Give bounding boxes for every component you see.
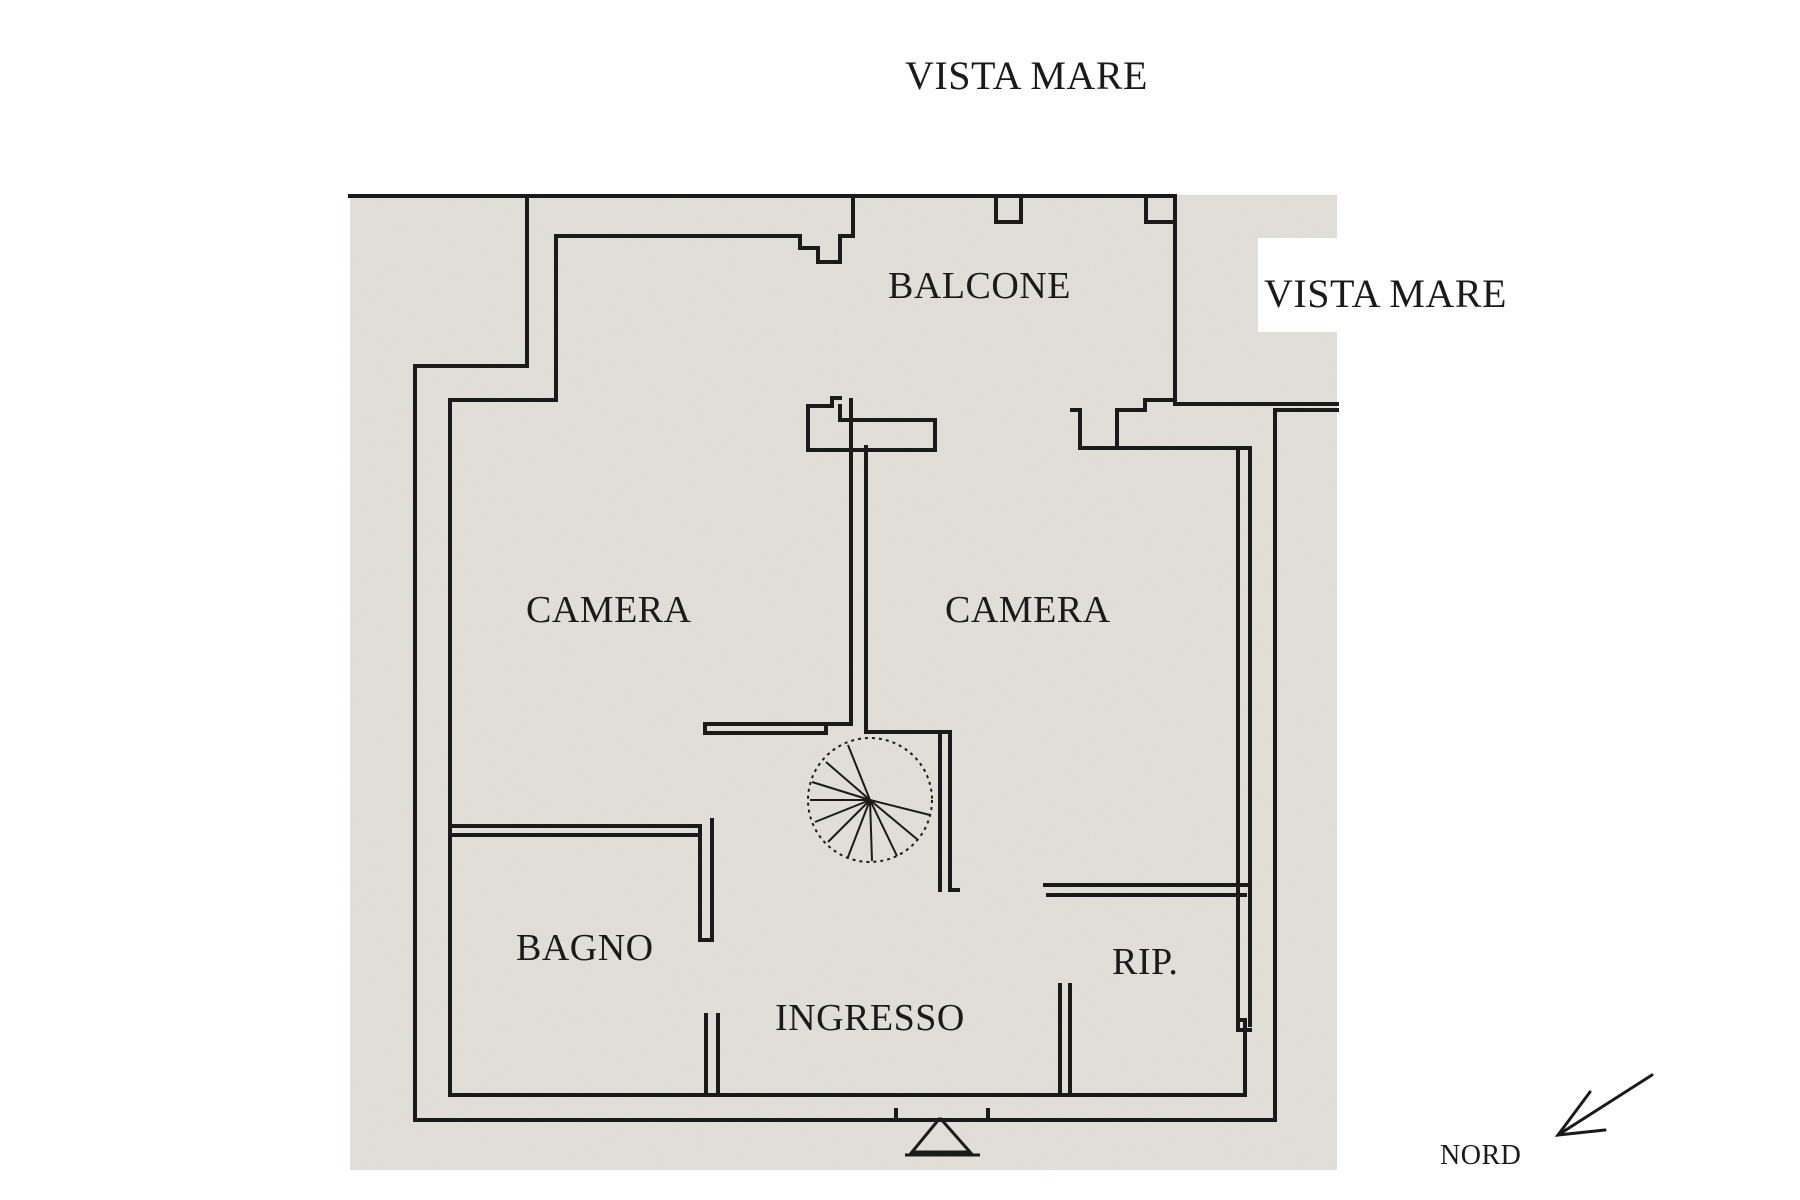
- right-outer: [1173, 194, 1339, 406]
- pillar-left: [806, 404, 937, 452]
- room-label-ripostiglio: RIP.: [1112, 941, 1179, 983]
- spiral-staircase-icon: [807, 737, 933, 863]
- bedroom-right-wall-inner: [1236, 446, 1252, 1032]
- balcony-left: [554, 194, 855, 264]
- mid-wall-left: [703, 398, 853, 735]
- outer-wall-upper: [413, 194, 1339, 1122]
- balcony-right: [994, 194, 1023, 224]
- room-label-bagno: BAGNO: [516, 927, 654, 969]
- sea-view-right-label: VISTA MARE: [1258, 262, 1515, 331]
- pillar-left-b: [806, 396, 842, 408]
- walls: [348, 194, 1339, 1122]
- plan-paper: [350, 195, 1337, 1170]
- entrance-door: [905, 1117, 980, 1157]
- bedroom-right-wall: [1115, 446, 1252, 1027]
- bagno-right: [698, 818, 714, 942]
- pillar-right: [1078, 398, 1177, 450]
- sea-view-top-label: VISTA MARE: [905, 53, 1148, 98]
- north-label: NORD: [1440, 1140, 1522, 1171]
- room-label-balcone: BALCONE: [888, 265, 1071, 307]
- room-label-ingresso: INGRESSO: [775, 997, 965, 1039]
- inner-wall-upper: [448, 234, 1247, 1097]
- balcony-right-2: [1144, 194, 1177, 224]
- arrow-southwest-icon: [1554, 1073, 1654, 1137]
- room-label-camera-left: CAMERA: [526, 589, 692, 631]
- bagno-top: [448, 824, 702, 942]
- mid-wall-right: [864, 445, 960, 892]
- room-label-camera-right: CAMERA: [945, 589, 1111, 631]
